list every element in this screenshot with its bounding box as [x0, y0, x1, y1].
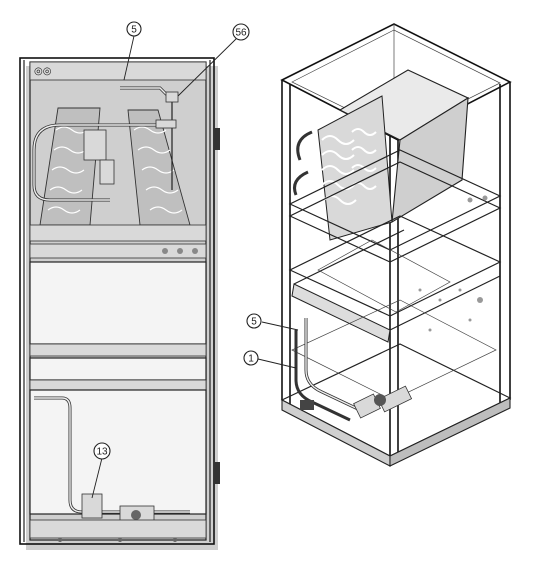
latch-upper: [214, 128, 220, 150]
callout-56: 56: [232, 23, 250, 41]
svg-text:56: 56: [235, 28, 247, 39]
divider-rail-3: [29, 379, 207, 391]
callout-5-right: 5: [246, 313, 262, 329]
svg-text:13: 13: [96, 447, 108, 458]
divider-rail-2: [29, 343, 207, 357]
callout-5-top: 5: [126, 21, 142, 37]
callout-leaders: [91, 35, 299, 499]
lower-piping: [34, 396, 190, 527]
callout-1: 1: [243, 350, 259, 366]
base-rail: [29, 519, 207, 539]
txv-valve: [81, 493, 103, 519]
cabinet-outline: [19, 57, 215, 545]
iso-lower-piping: [294, 318, 413, 422]
top-rail: [29, 61, 207, 81]
svg-text:◎◎: ◎◎: [34, 66, 52, 77]
front-view: ◎◎: [19, 57, 220, 550]
evaporator-coil: [29, 107, 207, 242]
lower-compartment: [29, 389, 207, 515]
blower-compartment: [29, 261, 207, 345]
iso-coil-box: [293, 69, 470, 241]
svg-text:1: 1: [248, 354, 254, 365]
iso-shelf-1: [288, 215, 502, 317]
svg-text:5: 5: [131, 25, 137, 36]
isometric-view: [280, 23, 512, 467]
svg-text:5: 5: [251, 317, 257, 328]
refrigerant-lines: [32, 86, 179, 202]
callout-13: 13: [93, 442, 111, 460]
latch-lower: [214, 462, 220, 484]
divider-rail-1: [29, 243, 207, 259]
